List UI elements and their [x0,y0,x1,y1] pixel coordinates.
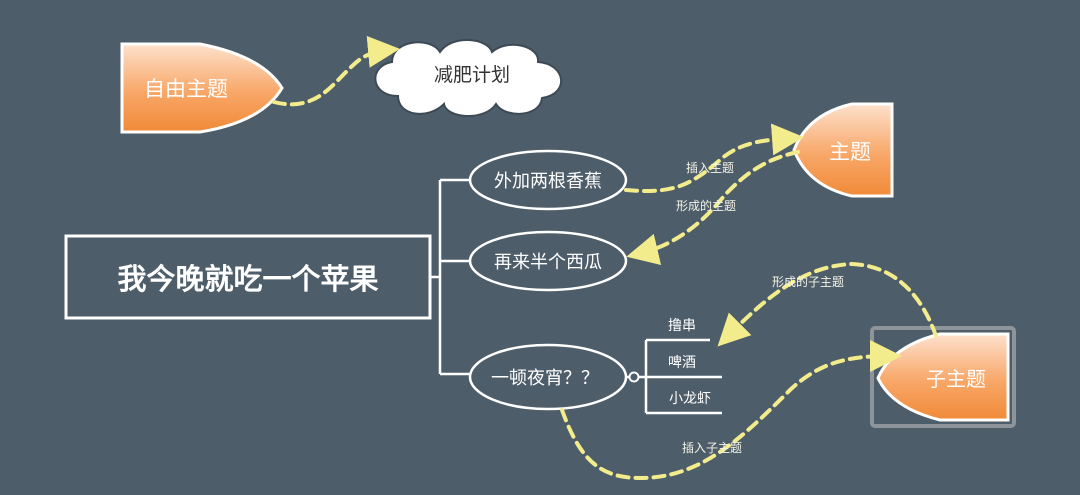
free-to-cloud-connector [272,35,400,107]
central-topic[interactable]: 我今晚就吃一个苹果 [64,234,432,320]
insert-topic-label: 插入主题 [686,161,734,175]
sub-item-beer[interactable]: 啤酒 [668,355,696,371]
cloud-label: 减肥计划 [434,64,510,86]
collapse-toggle[interactable] [628,371,640,383]
free-topic-label: 自由主题 [144,77,228,101]
subtopic-shape[interactable]: 子主题 [876,332,1010,422]
formed-subtopic-connector [717,261,938,347]
topic-shape-label: 主题 [829,140,871,164]
insert-topic-connector [624,123,804,193]
topic-shape[interactable]: 主题 [792,102,894,198]
selection-frame [870,326,1016,428]
branch-lines [430,178,470,376]
branch-late-snack-label: 一顿夜宵？？ [491,368,599,389]
central-topic-label: 我今晚就吃一个苹果 [117,262,378,296]
insert-subtopic-label: 插入子主题 [682,441,742,455]
branch-watermelon-label: 再来半个西瓜 [494,252,602,273]
branch-banana-label: 外加两根香蕉 [494,171,602,192]
sub-item-crayfish[interactable]: 小龙虾 [669,391,711,407]
cloud-topic[interactable]: 减肥计划 [374,38,562,118]
subtopic-shape-label: 子主题 [926,367,986,391]
formed-subtopic-label: 形成的子主题 [772,274,844,289]
free-topic[interactable]: 自由主题 [120,42,284,134]
sub-item-skewers[interactable]: 撸串 [668,318,696,334]
branch-banana[interactable]: 外加两根香蕉 [468,149,628,211]
branch-late-snack[interactable]: 一顿夜宵？？ [468,343,628,411]
formed-topic-label: 形成的主题 [676,198,736,213]
branch-watermelon[interactable]: 再来半个西瓜 [468,230,628,292]
formed-topic-connector [626,150,800,265]
insert-subtopic-connector [560,340,902,481]
